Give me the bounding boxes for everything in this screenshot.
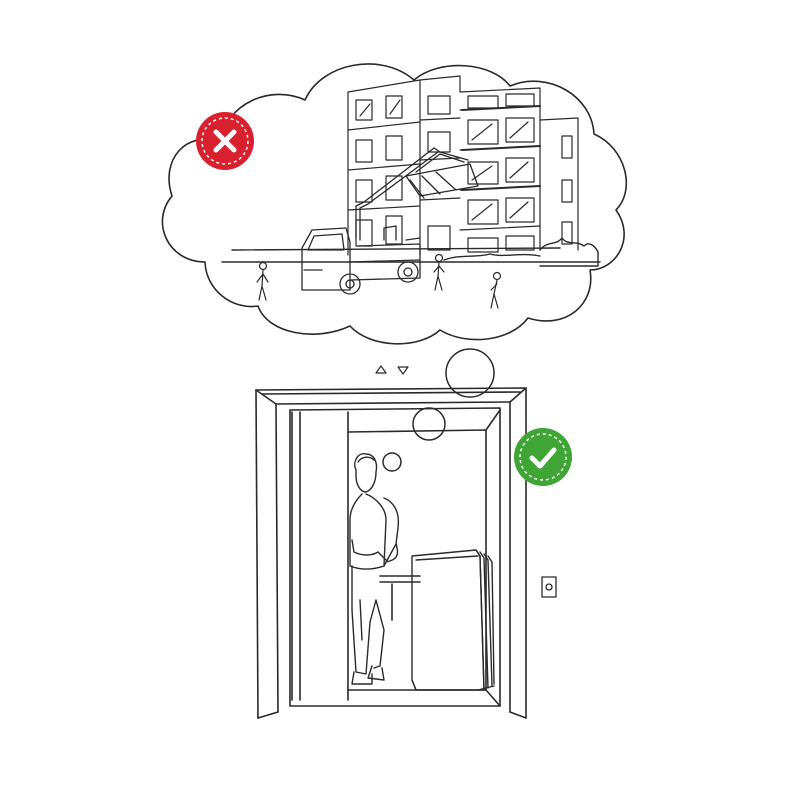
x-mark-icon [213,129,237,153]
right-badge [514,428,572,486]
truck [301,225,421,295]
panel-stack [411,549,495,691]
triangle-down-icon [397,366,409,375]
triangle-up-icon [375,365,387,374]
wrong-badge [196,112,254,170]
person [349,453,400,685]
elevator-indicators [375,365,409,375]
workers [256,253,502,309]
thought-cloud [161,63,628,345]
elevator-call-button-icon [541,576,557,598]
check-mark-icon [529,447,557,469]
crane [355,147,479,241]
